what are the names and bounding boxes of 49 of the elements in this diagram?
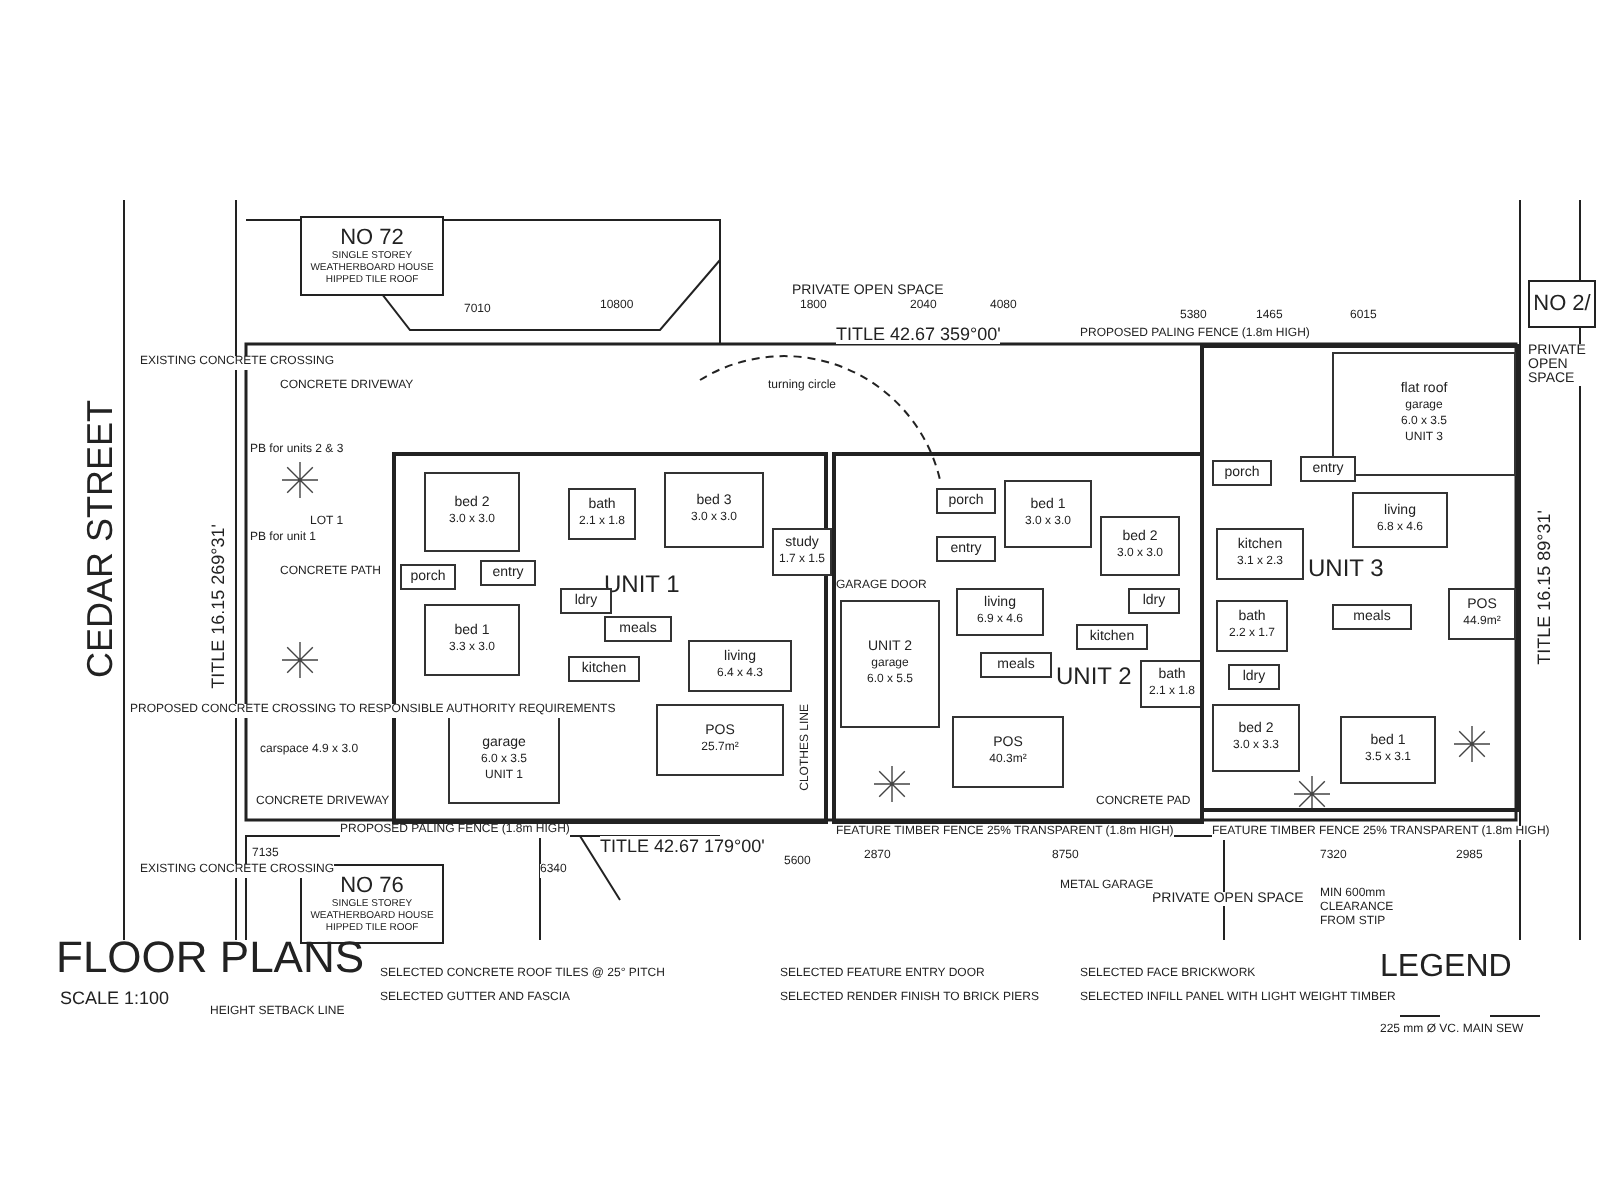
unit-label: UNIT 2 bbox=[1056, 664, 1132, 690]
boundary-title: TITLE 16.15 89°31' bbox=[1534, 510, 1554, 665]
room-outline bbox=[1212, 460, 1272, 486]
unit-outline bbox=[1200, 344, 1520, 812]
room-outline bbox=[956, 588, 1044, 636]
boundary-title: TITLE 42.67 359°00' bbox=[836, 324, 1001, 344]
room-outline bbox=[424, 472, 520, 552]
drawing-title: FLOOR PLANS bbox=[56, 932, 365, 984]
room-outline bbox=[936, 488, 996, 514]
scale-text: SCALE 1:100 bbox=[60, 988, 170, 1008]
room-outline bbox=[1004, 480, 1092, 548]
room-outline bbox=[1212, 704, 1300, 772]
unit-outline bbox=[832, 452, 1204, 824]
room-outline bbox=[400, 564, 456, 590]
room-outline bbox=[1352, 492, 1448, 548]
room-outline bbox=[448, 716, 560, 804]
room-outline bbox=[568, 488, 636, 540]
house-number: NO 2/ bbox=[1533, 292, 1591, 316]
room-outline bbox=[1340, 716, 1436, 784]
boundary-title: TITLE 16.15 269°31' bbox=[208, 524, 228, 689]
room-outline bbox=[1076, 624, 1148, 650]
room-outline bbox=[1300, 456, 1356, 482]
room-outline bbox=[424, 604, 520, 676]
room-outline bbox=[568, 656, 640, 682]
room-outline bbox=[1448, 588, 1516, 640]
room-outline bbox=[980, 652, 1052, 678]
room-outline bbox=[1216, 600, 1288, 652]
room-outline bbox=[664, 472, 764, 548]
room-outline bbox=[840, 600, 940, 728]
room-outline bbox=[936, 536, 996, 562]
room-outline bbox=[688, 640, 792, 692]
unit-label: UNIT 1 bbox=[604, 572, 680, 598]
room-outline bbox=[1140, 660, 1204, 708]
room-outline bbox=[952, 716, 1064, 788]
room-outline bbox=[1100, 516, 1180, 576]
room-outline bbox=[604, 616, 672, 642]
unit-label: UNIT 3 bbox=[1308, 556, 1384, 582]
room-outline bbox=[772, 528, 832, 576]
neighbour-house-box bbox=[300, 216, 444, 296]
room-outline bbox=[656, 704, 784, 776]
room-outline bbox=[1332, 604, 1412, 630]
room-outline bbox=[1228, 664, 1280, 690]
neighbour-house-box bbox=[1528, 280, 1596, 328]
room-outline bbox=[1216, 528, 1304, 580]
room-outline bbox=[1128, 588, 1180, 614]
room-outline bbox=[480, 560, 536, 586]
house-number: NO 76 bbox=[340, 874, 404, 898]
boundary-title: TITLE 42.67 179°00' bbox=[600, 836, 765, 856]
house-number: NO 72 bbox=[340, 226, 404, 250]
